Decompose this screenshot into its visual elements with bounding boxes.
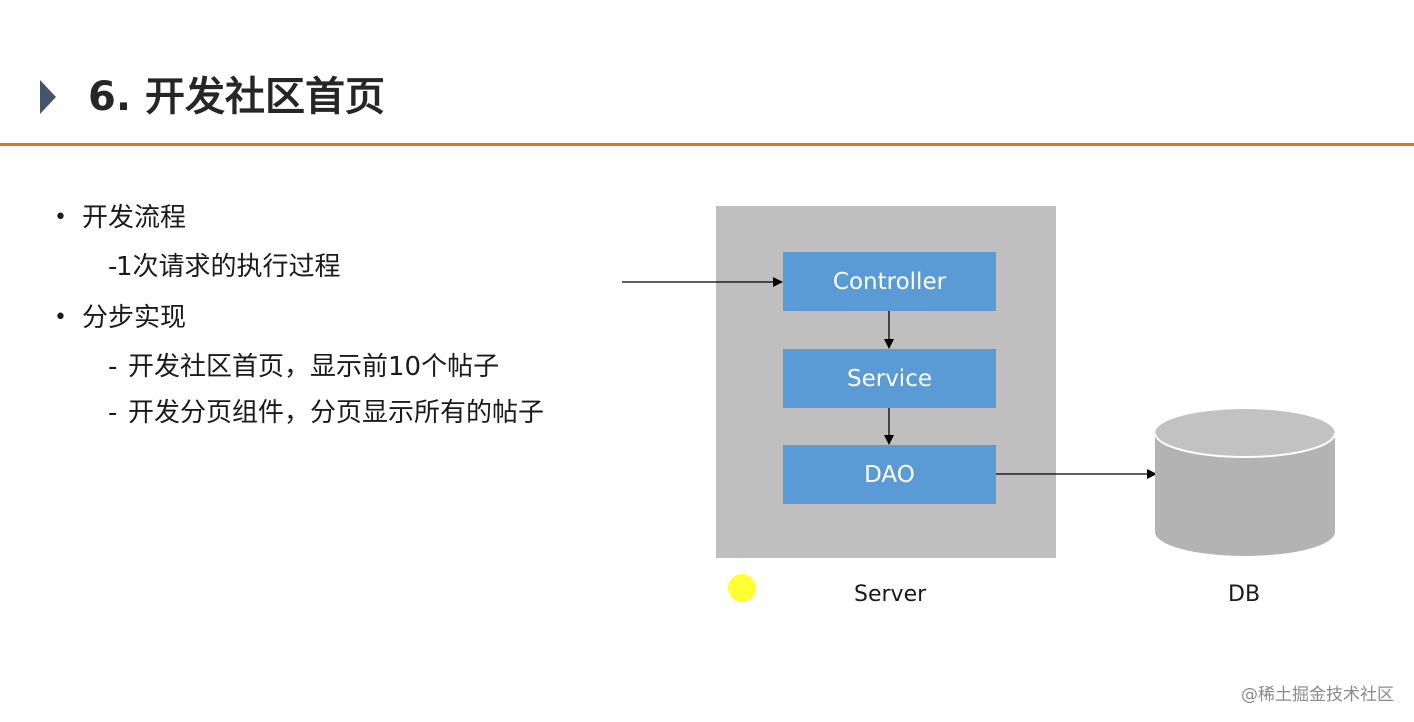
bullet-label: 分步实现 — [82, 303, 187, 333]
bullet-item: • 分步实现 — [50, 296, 610, 340]
bullet-item: • 开发流程 — [50, 196, 610, 240]
title-divider — [0, 143, 1414, 146]
sub-dash: - — [108, 398, 118, 428]
bullet-dot: • — [54, 305, 67, 330]
dao-layer: DAO — [783, 445, 996, 504]
bullet-label: 开发流程 — [82, 203, 187, 233]
slide-header: 6. 开发社区首页 — [0, 0, 1414, 146]
watermark: @稀土掘金技术社区 — [1241, 685, 1394, 705]
bullet-list: • 开发流程 - 1次请求的执行过程 • 分步实现 - 开发社区首页，显示前10… — [50, 196, 610, 436]
sub-item: - 1次请求的执行过程 — [50, 244, 610, 290]
sub-item-text: 开发社区首页，显示前10个帖子 — [128, 352, 500, 382]
sub-dash: - — [108, 352, 118, 382]
database-icon — [1154, 409, 1336, 556]
sub-item-text: 1次请求的执行过程 — [116, 252, 341, 282]
bullet-dot: • — [54, 205, 67, 230]
sub-item: - 开发分页组件，分页显示所有的帖子 — [50, 390, 610, 436]
pointer-highlight — [728, 574, 756, 602]
db-label: DB — [1228, 582, 1261, 607]
sub-item-text: 开发分页组件，分页显示所有的帖子 — [128, 398, 545, 428]
server-label: Server — [854, 582, 927, 607]
triangle-right-icon — [40, 80, 56, 114]
sub-item: - 开发社区首页，显示前10个帖子 — [50, 344, 610, 390]
service-layer: Service — [783, 349, 996, 408]
sub-dash: - — [108, 252, 118, 282]
controller-layer: Controller — [783, 252, 996, 311]
slide-title: 6. 开发社区首页 — [88, 74, 385, 120]
